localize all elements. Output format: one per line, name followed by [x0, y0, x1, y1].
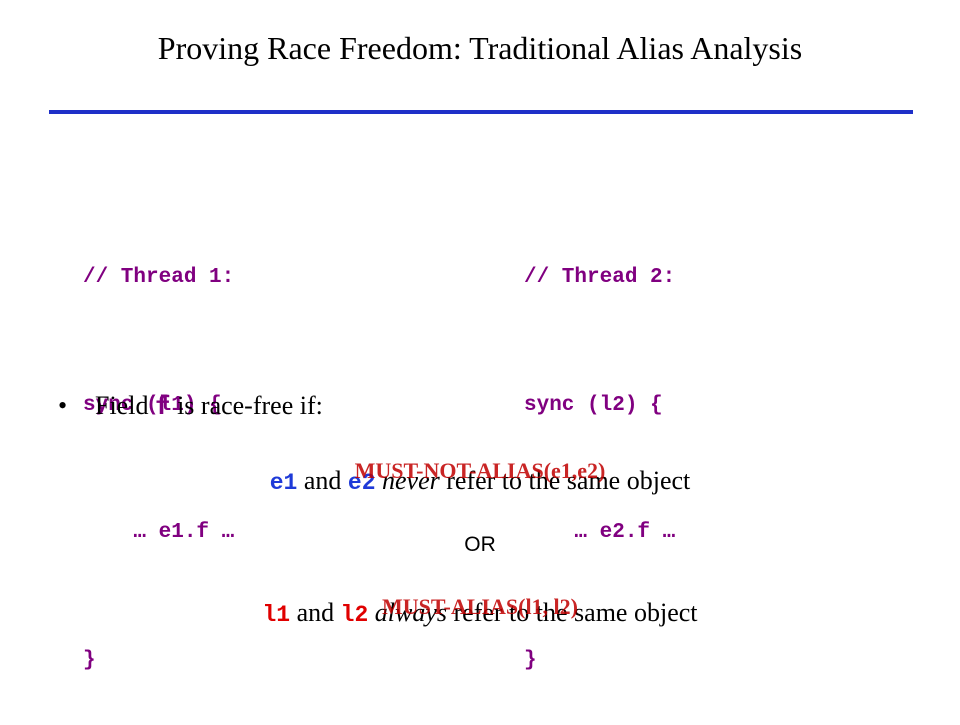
- or-label: OR: [464, 533, 496, 556]
- bullet-text: Field f is race-free if:: [95, 391, 323, 422]
- thread-2-close: }: [524, 648, 537, 672]
- must-not-alias-overlay: MUST-NOT-ALIAS(e1,e2): [354, 458, 606, 483]
- var-e1: e1: [269, 470, 298, 496]
- cond1-and: and: [297, 466, 348, 495]
- thread-2-code: // Thread 2: sync (l2) { … e2.f … }: [524, 172, 675, 725]
- thread-1-comment: // Thread 1:: [83, 266, 235, 289]
- bullet-suffix: is race-free if:: [170, 391, 323, 420]
- must-alias-overlay: MUST-ALIAS(l1, l2): [382, 594, 578, 619]
- cond1-never: never: [375, 466, 440, 495]
- title-underline: [49, 110, 913, 114]
- var-e2: e2: [347, 470, 376, 496]
- condition-must-alias: l1 and l2 always refer to the same objec…: [0, 598, 960, 628]
- field-name: f: [154, 392, 171, 422]
- bullet-item: • Field f is race-free if:: [58, 391, 323, 481]
- thread-2-comment: // Thread 2:: [524, 266, 676, 289]
- thread-2-sync: sync (l2) {: [524, 393, 663, 417]
- condition-must-not-alias: e1 and e2 never refer to the same object: [0, 466, 960, 496]
- cond1-rest: refer to the same object: [439, 466, 691, 495]
- thread-1-body: … e1.f …: [83, 521, 235, 544]
- cond2-and: and: [290, 598, 341, 627]
- bullet-prefix: Field: [95, 391, 155, 420]
- slide-title: Proving Race Freedom: Traditional Alias …: [157, 30, 803, 66]
- var-l2: l2: [340, 602, 369, 628]
- cond2-always: always: [368, 598, 447, 627]
- thread-1-sync: sync (l1) {: [83, 393, 222, 417]
- bullet-icon: •: [58, 391, 68, 420]
- thread-1-code: // Thread 1: sync (l1) { … e1.f … }: [83, 172, 234, 725]
- cond2-rest: refer to the same object: [447, 598, 698, 627]
- var-l1: l1: [262, 602, 291, 628]
- thread-2-body: … e2.f …: [524, 521, 676, 544]
- thread-1-close: }: [83, 648, 96, 672]
